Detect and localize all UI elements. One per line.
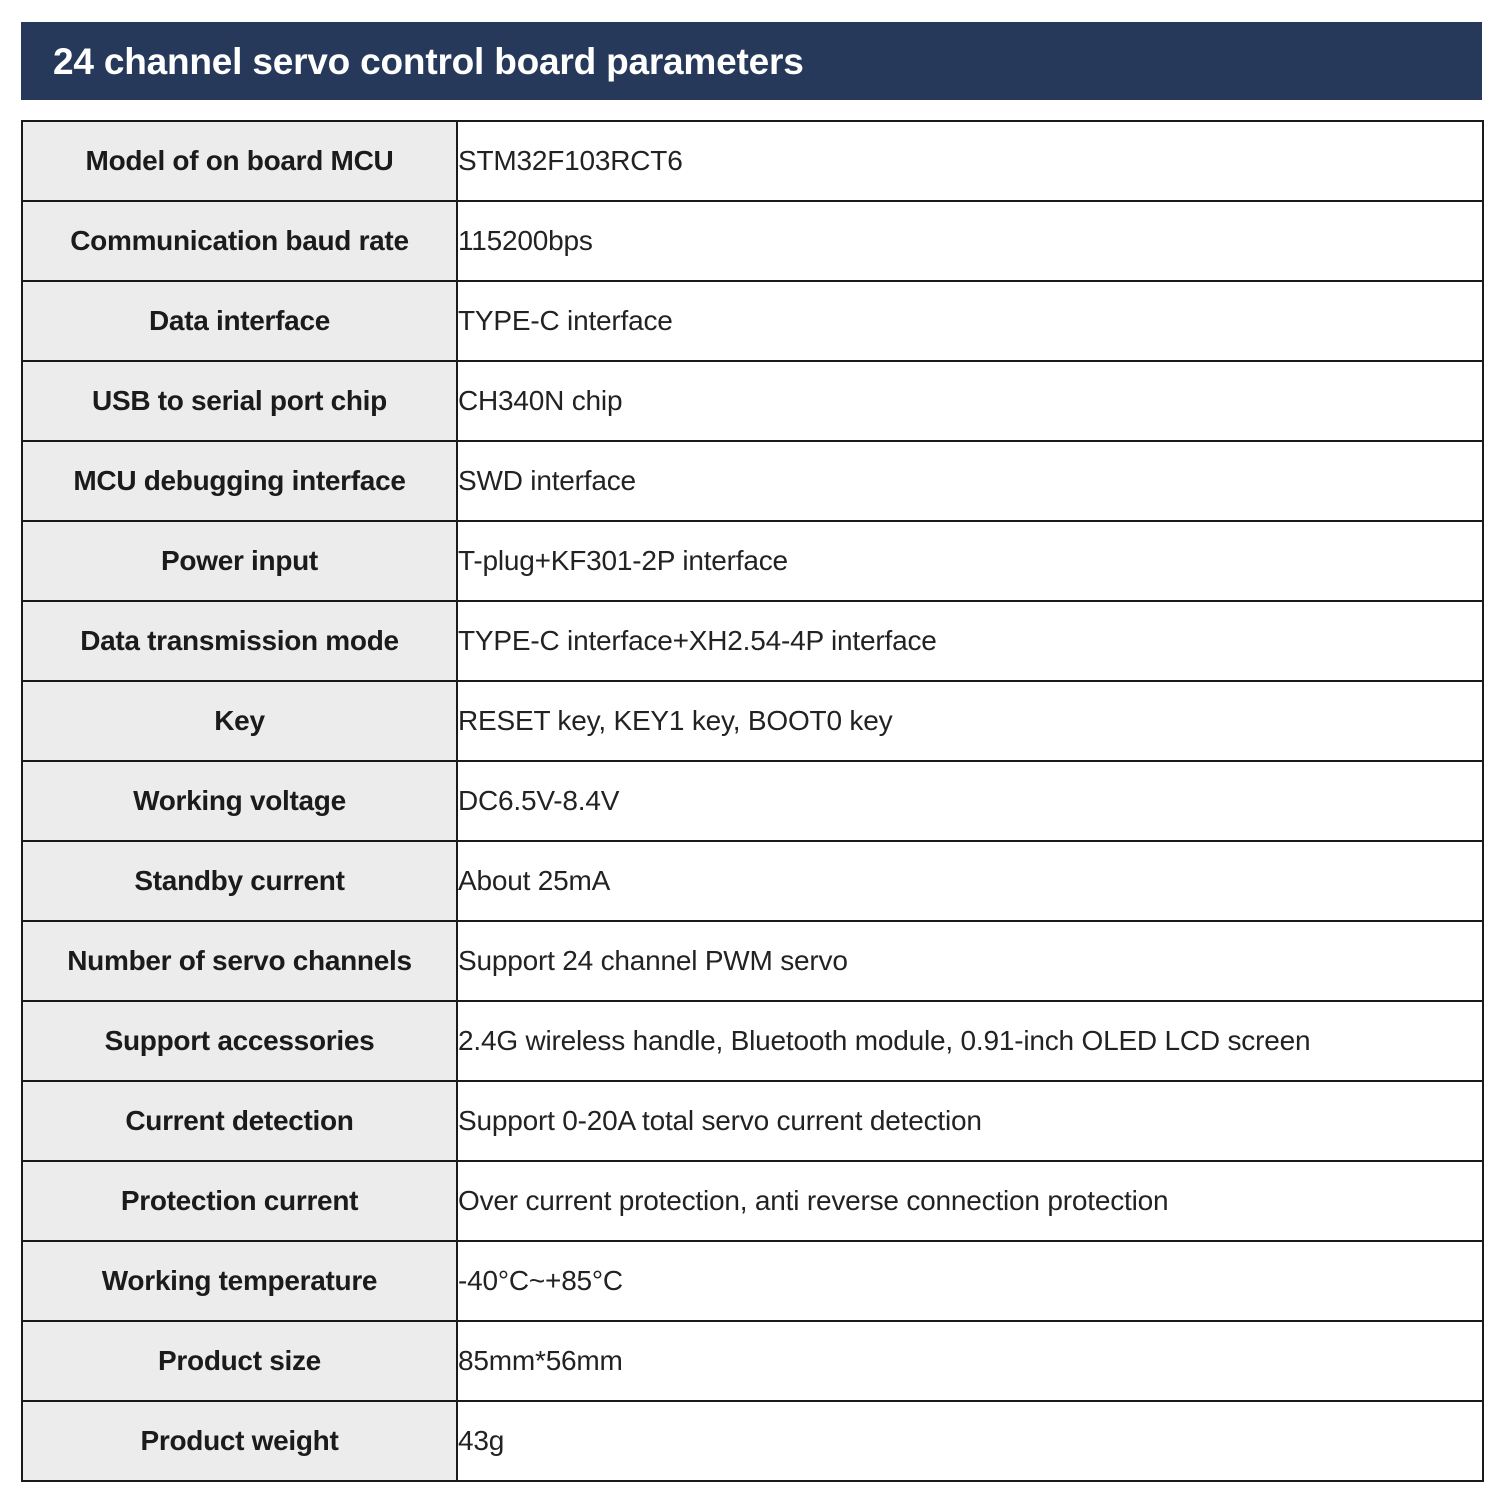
spec-value-cell: Support 0-20A total servo current detect… xyxy=(456,1080,1484,1162)
spec-value-cell: DC6.5V-8.4V xyxy=(456,760,1484,842)
spec-label-cell: Communication baud rate xyxy=(21,200,458,282)
spec-label-cell: Product weight xyxy=(21,1400,458,1482)
spec-value-cell: 115200bps xyxy=(456,200,1484,282)
spec-label-cell: Power input xyxy=(21,520,458,602)
spec-value-cell: TYPE-C interface xyxy=(456,280,1484,362)
spec-value-cell: -40°C~+85°C xyxy=(456,1240,1484,1322)
spec-label-cell: Key xyxy=(21,680,458,762)
spec-sheet-header-banner: 24 channel servo control board parameter… xyxy=(21,22,1482,100)
spec-value-cell: 85mm*56mm xyxy=(456,1320,1484,1402)
spec-label-cell: Product size xyxy=(21,1320,458,1402)
spec-value-cell: CH340N chip xyxy=(456,360,1484,442)
page-title: 24 channel servo control board parameter… xyxy=(53,40,804,82)
spec-value-cell: Support 24 channel PWM servo xyxy=(456,920,1484,1002)
spec-value-cell: SWD interface xyxy=(456,440,1484,522)
spec-value-cell: Over current protection, anti reverse co… xyxy=(456,1160,1484,1242)
spec-label-cell: Protection current xyxy=(21,1160,458,1242)
spec-label-cell: Current detection xyxy=(21,1080,458,1162)
spec-value-cell: About 25mA xyxy=(456,840,1484,922)
spec-label-cell: Support accessories xyxy=(21,1000,458,1082)
spec-value-cell: STM32F103RCT6 xyxy=(456,120,1484,202)
spec-value-cell: T-plug+KF301-2P interface xyxy=(456,520,1484,602)
spec-label-cell: Model of on board MCU xyxy=(21,120,458,202)
spec-value-cell: RESET key, KEY1 key, BOOT0 key xyxy=(456,680,1484,762)
spec-label-cell: Data transmission mode xyxy=(21,600,458,682)
spec-label-cell: USB to serial port chip xyxy=(21,360,458,442)
table-row: Working temperature-40°C~+85°C xyxy=(21,1240,1484,1322)
spec-label-cell: Standby current xyxy=(21,840,458,922)
spec-label-cell: Number of servo channels xyxy=(21,920,458,1002)
spec-value-cell: TYPE-C interface+XH2.54-4P interface xyxy=(456,600,1484,682)
spec-label-cell: Data interface xyxy=(21,280,458,362)
spec-label-cell: Working voltage xyxy=(21,760,458,842)
spec-value-cell: 2.4G wireless handle, Bluetooth module, … xyxy=(456,1000,1484,1082)
spec-value-cell: 43g xyxy=(456,1400,1484,1482)
spec-label-cell: MCU debugging interface xyxy=(21,440,458,522)
spec-label-cell: Working temperature xyxy=(21,1240,458,1322)
